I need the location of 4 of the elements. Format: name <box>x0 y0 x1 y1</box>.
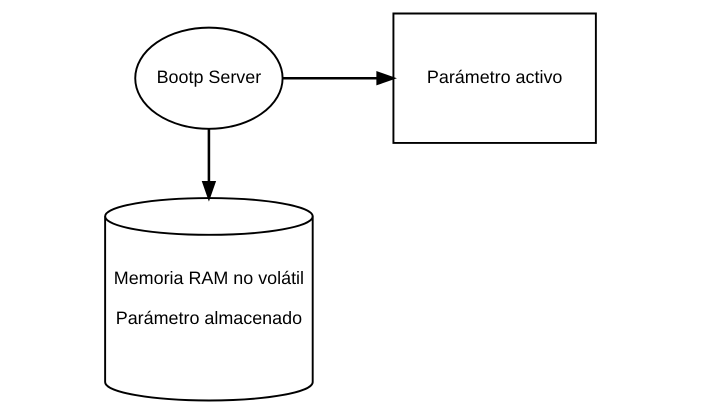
node-box: Parámetro activo <box>392 12 597 144</box>
node-ellipse: Bootp Server <box>134 26 284 130</box>
arrow <box>202 129 216 202</box>
arrow <box>283 71 397 86</box>
